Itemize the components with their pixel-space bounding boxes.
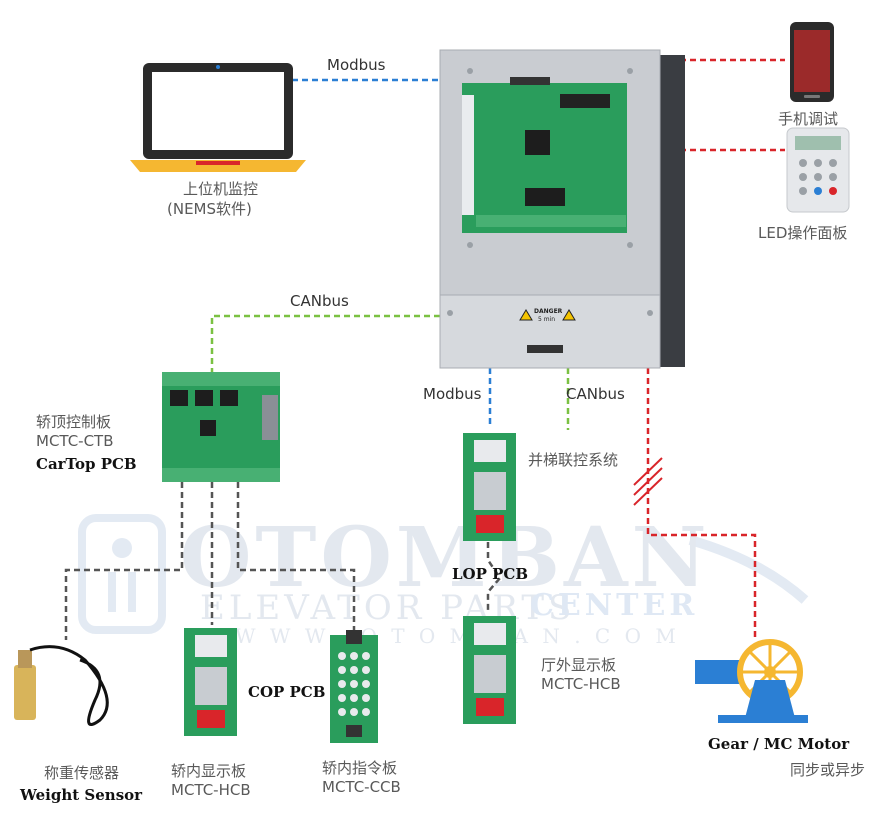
ctb-label-cn: 轿顶控制板 — [36, 413, 112, 431]
car-display-label-cn: 轿内显示板 — [171, 762, 247, 780]
signal-line-weight — [64, 482, 184, 640]
lop-board-bottom — [463, 616, 516, 724]
pc-label-line2: (NEMS软件) — [167, 200, 252, 218]
car-display-label-model: MCTC-HCB — [171, 781, 251, 799]
weight-sensor-label-en: Weight Sensor — [20, 786, 143, 804]
inverter-danger-label: DANGER — [534, 308, 563, 315]
cop-pcb-label: COP PCB — [248, 683, 326, 701]
led-panel-label: LED操作面板 — [758, 224, 848, 242]
watermark-url: W W W . O T O M B A N . C O M — [235, 624, 680, 648]
lop-pcb-label: LOP PCB — [452, 565, 529, 583]
lop-board-top — [463, 433, 516, 541]
inverter-danger-sub: 5 min — [538, 316, 556, 323]
car-command-label-cn: 轿内指令板 — [322, 759, 398, 777]
modbus-label-top: Modbus — [327, 56, 386, 74]
motor-label-cn: 同步或异步 — [790, 761, 866, 779]
modbus-label-bottom: Modbus — [423, 385, 482, 403]
group-control-label: 并梯联控系统 — [528, 451, 619, 469]
lop-chain-line — [486, 542, 502, 612]
pc-label-line1: 上位机监控 — [183, 180, 259, 198]
signal-line-cop-command — [236, 482, 356, 632]
ctb-label-model: MCTC-CTB — [36, 432, 114, 450]
weight-sensor-label-cn: 称重传感器 — [44, 764, 120, 782]
car-display-board — [184, 628, 237, 736]
phone-label: 手机调试 — [778, 110, 839, 128]
watermark-line2b: CENTER — [530, 588, 699, 623]
car-command-label-model: MCTC-CCB — [322, 778, 401, 796]
motor-label-en: Gear / MC Motor — [708, 735, 850, 753]
car-command-board — [330, 630, 378, 743]
canbus-line-ctb — [210, 314, 440, 372]
canbus-label-left: CANbus — [290, 292, 349, 310]
canbus-label-bottom: CANbus — [566, 385, 625, 403]
hall-display-label-cn: 厅外显示板 — [541, 656, 617, 674]
hall-display-label-model: MCTC-HCB — [541, 675, 621, 693]
ctb-label-en: CarTop PCB — [36, 455, 137, 473]
motor-power-line — [646, 368, 757, 640]
watermark-brand: OTOMBAN — [180, 510, 711, 606]
